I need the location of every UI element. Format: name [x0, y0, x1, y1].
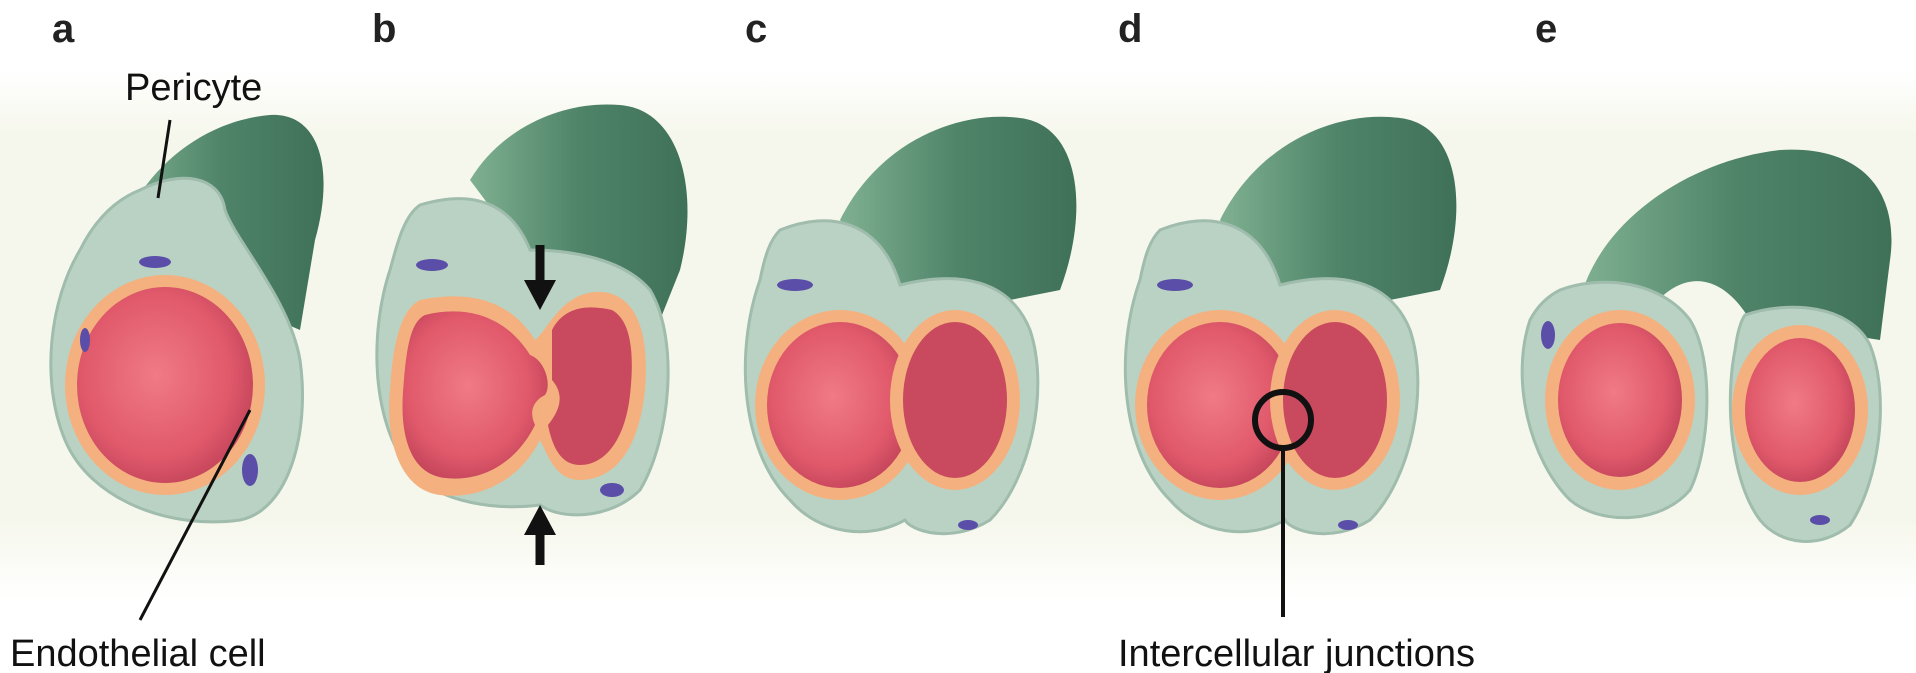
nucleus-e1: [1541, 321, 1555, 349]
panel-label-c: c: [745, 7, 767, 51]
pericyte-label: Pericyte: [125, 67, 262, 109]
intercellular-junctions-label: Intercellular junctions: [1118, 633, 1475, 673]
nucleus-e2: [1810, 515, 1830, 525]
panel-label-b: b: [372, 7, 396, 51]
nucleus-a2: [242, 454, 258, 486]
panel-label-e: e: [1535, 7, 1557, 51]
nucleus-b1: [416, 259, 448, 271]
panel-label-a: a: [52, 7, 75, 51]
nucleus-c2: [958, 520, 978, 530]
nucleus-b2: [600, 483, 624, 497]
nucleus-a3: [80, 328, 90, 352]
lumen-e-left: [1558, 323, 1682, 477]
nucleus-a1: [139, 256, 171, 268]
endothelial-cell-label: Endothelial cell: [10, 633, 266, 673]
nucleus-d1: [1157, 279, 1193, 291]
lumen-e-right: [1745, 338, 1855, 482]
lumen-c-right: [903, 322, 1007, 478]
nucleus-d2: [1338, 520, 1358, 530]
panel-label-d: d: [1118, 7, 1142, 51]
nucleus-c1: [777, 279, 813, 291]
